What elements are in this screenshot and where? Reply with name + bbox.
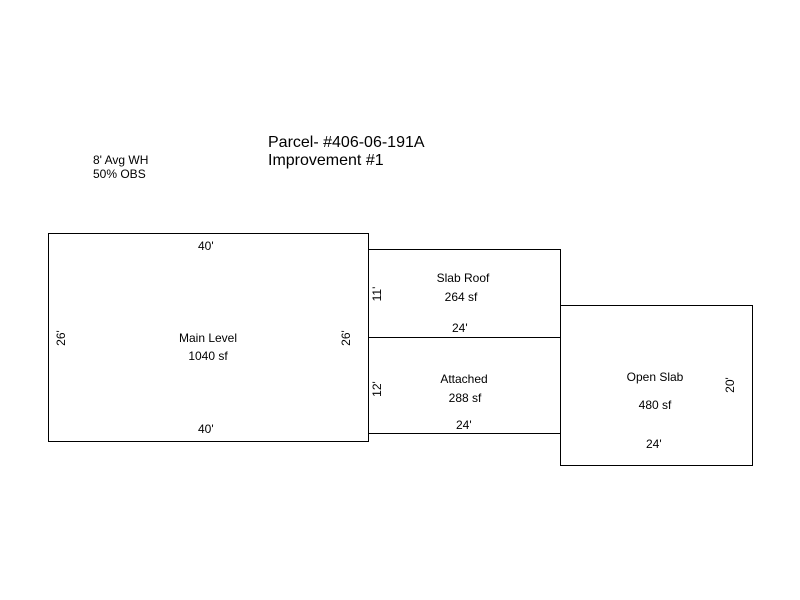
wall-height-note: 8' Avg WH [93, 153, 149, 167]
notes-block: 8' Avg WH 50% OBS [93, 153, 148, 181]
open-slab-rect [560, 305, 753, 466]
attached-bottom-dim: 24' [456, 418, 472, 432]
slab-roof-area: 264 sf [444, 290, 478, 304]
main-level-label: Main Level 1040 sf [158, 331, 258, 363]
main-level-right-dim: 26' [339, 330, 353, 346]
open-slab-side-dim: 20' [723, 377, 737, 393]
drawing-header: Parcel- #406-06-191A Improvement #1 [268, 134, 425, 170]
open-slab-area: 480 sf [638, 398, 672, 412]
slab-roof-side-dim: 11' [370, 286, 384, 302]
slab-roof-name: Slab Roof [436, 271, 490, 285]
parcel-number: Parcel- #406-06-191A [268, 134, 425, 151]
attached-side-dim: 12' [370, 381, 384, 397]
improvement-number: Improvement #1 [268, 152, 384, 169]
main-level-top-dim: 40' [198, 239, 214, 253]
main-level-bottom-dim: 40' [198, 422, 214, 436]
attached-name: Attached [440, 372, 488, 386]
open-slab-bottom-dim: 24' [646, 437, 662, 451]
open-slab-name: Open Slab [626, 370, 684, 384]
slab-roof-label: Slab Roof [413, 271, 513, 285]
obs-note: 50% OBS [93, 167, 146, 181]
main-level-area: 1040 sf [188, 349, 228, 363]
attached-area: 288 sf [448, 391, 482, 405]
main-level-left-dim: 26' [54, 330, 68, 346]
slab-roof-bottom-dim: 24' [452, 321, 468, 335]
main-level-name: Main Level [178, 331, 238, 345]
